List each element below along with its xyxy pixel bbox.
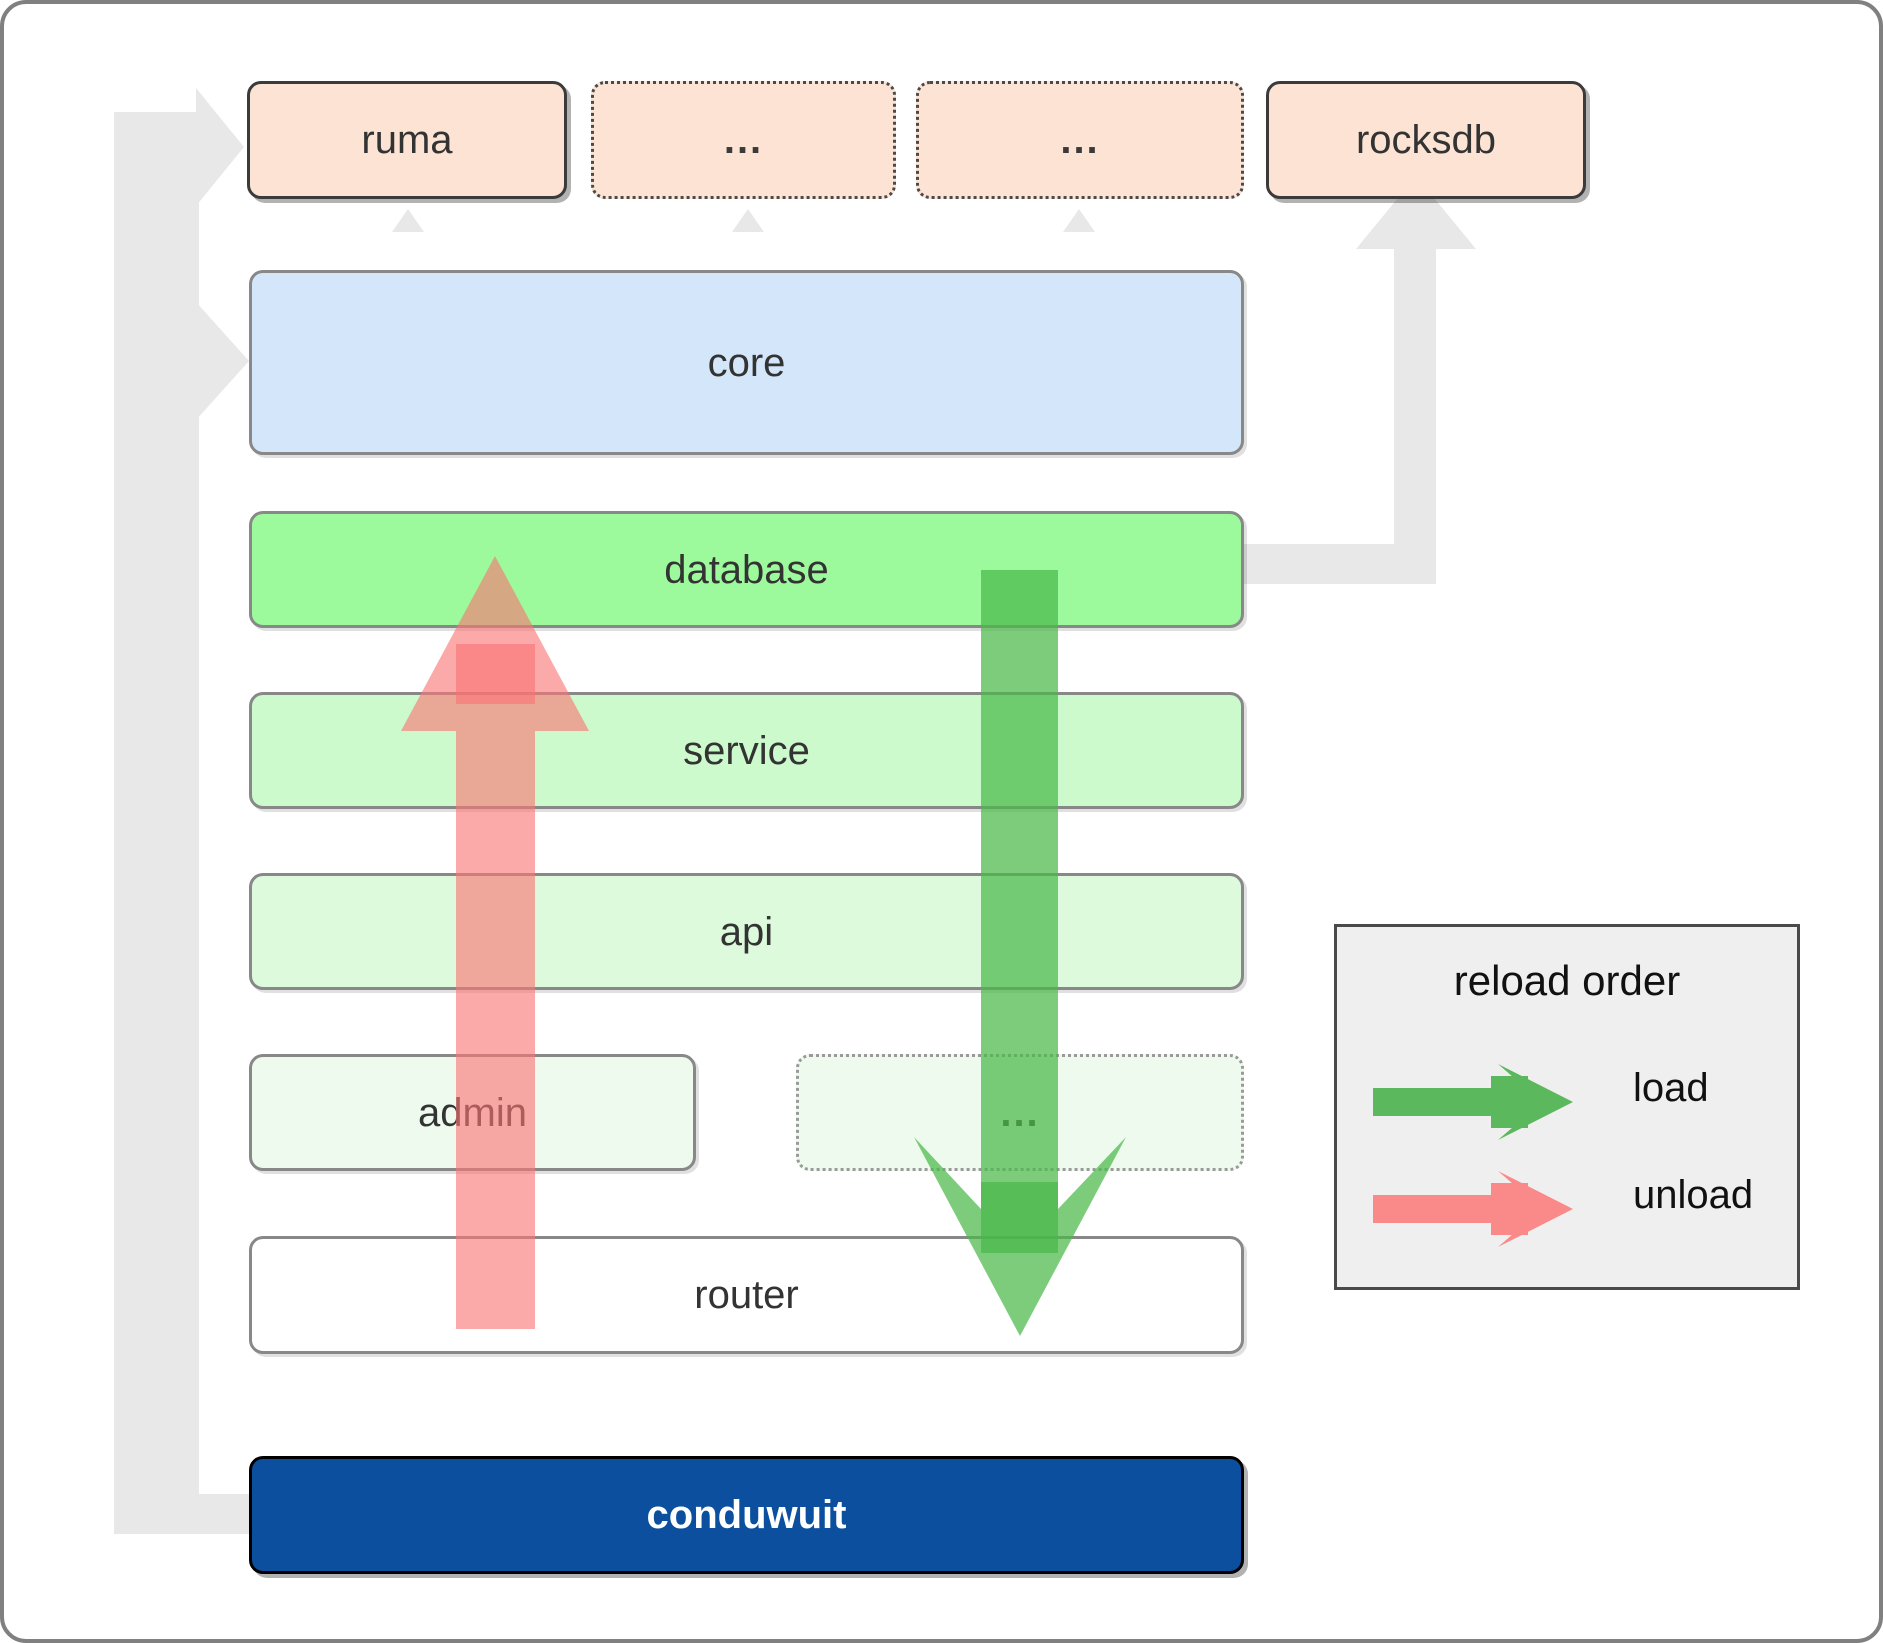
node-rocksdb[interactable]: rocksdb (1266, 81, 1586, 199)
node-admin[interactable]: admin (249, 1054, 696, 1171)
node-service[interactable]: service (249, 692, 1244, 809)
node-conduwuit[interactable]: conduwuit (249, 1456, 1244, 1574)
legend-unload-label: unload (1633, 1173, 1754, 1217)
node-admin-label: admin (418, 1090, 527, 1135)
node-conduwuit-label: conduwuit (646, 1493, 847, 1537)
node-router-label: router (694, 1273, 799, 1317)
dependency-arrow-to-ruma-head (114, 88, 244, 206)
node-core[interactable]: core (249, 270, 1244, 455)
legend-row-unload: unload (1373, 1159, 1773, 1259)
dependency-arrow-conduwuit-bottom-leg (114, 1494, 249, 1534)
dependency-arrow-database-to-rocksdb-riser (1356, 176, 1476, 584)
legend-title: reload order (1453, 957, 1681, 1004)
legend-unload-arrow-icon (1373, 1171, 1573, 1247)
node-api-label: api (719, 909, 774, 954)
node-service-label: service (683, 728, 810, 773)
dependency-arrow-to-core-stem (159, 329, 204, 393)
legend-load-label: load (1633, 1066, 1709, 1110)
node-rocksdb-label: rocksdb (1355, 118, 1497, 162)
dependency-arrow-core-to-ruma (392, 209, 424, 269)
legend-panel: reload order load unload (1334, 924, 1800, 1290)
reload-flow-layer (401, 556, 1126, 1336)
legend-row-load: load (1373, 1052, 1773, 1152)
dependency-arrow-layer (114, 88, 1476, 1534)
node-ellipsis-1[interactable]: ... (591, 81, 896, 199)
node-ellipsis-2-label: ... (1060, 118, 1100, 162)
node-database-label: database (664, 547, 829, 592)
node-ellipsis-3-label: ... (1000, 1090, 1040, 1135)
dependency-arrow-core-to-ellipsis1 (732, 209, 764, 269)
node-router[interactable]: router (249, 1236, 1244, 1354)
dependency-arrow-to-core-head (159, 302, 249, 420)
dependency-arrow-conduwuit-to-ruma (114, 132, 199, 1534)
dependency-arrow-database-to-rocksdb (1244, 544, 1394, 584)
node-core-label: core (707, 340, 786, 385)
node-api[interactable]: api (249, 873, 1244, 990)
node-ruma-label: ruma (361, 118, 453, 162)
legend-load-arrow-icon (1373, 1064, 1573, 1140)
node-ellipsis-1-label: ... (723, 118, 764, 162)
node-ellipsis-3[interactable]: ... (796, 1054, 1244, 1171)
node-ellipsis-2[interactable]: ... (916, 81, 1244, 199)
node-database[interactable]: database (249, 511, 1244, 628)
dependency-arrow-core-to-ellipsis2 (1063, 209, 1095, 269)
node-ruma[interactable]: ruma (247, 81, 567, 199)
